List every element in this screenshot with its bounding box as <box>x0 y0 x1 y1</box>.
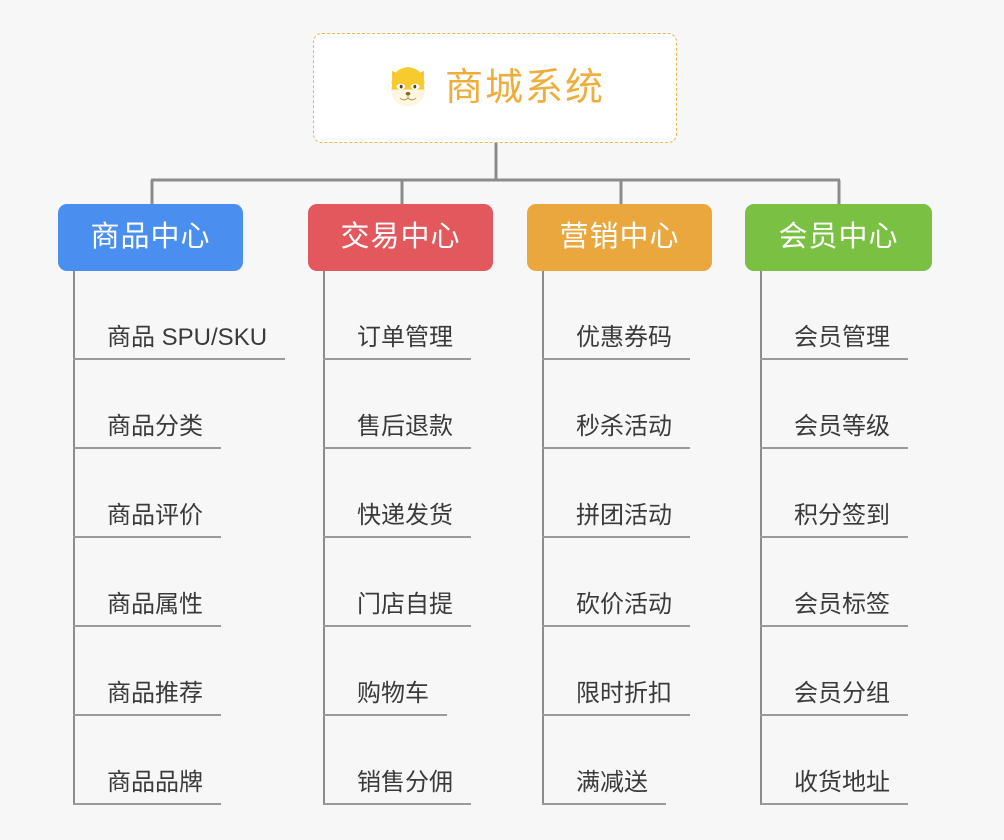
leaf-item[interactable]: 优惠券码 <box>542 271 712 360</box>
branch-column-3: 营销中心 优惠券码秒杀活动拼团活动砍价活动限时折扣满减送 <box>527 204 712 805</box>
leaf-label: 购物车 <box>357 680 429 707</box>
leaf-label: 商品品牌 <box>107 769 203 796</box>
leaf-underline <box>73 358 285 360</box>
leaf-item[interactable]: 门店自提 <box>323 538 493 627</box>
leaf-list-3: 优惠券码秒杀活动拼团活动砍价活动限时折扣满减送 <box>527 271 712 805</box>
leaf-underline <box>760 714 908 716</box>
leaf-underline <box>323 536 471 538</box>
leaf-item[interactable]: 订单管理 <box>323 271 493 360</box>
leaf-label: 快递发货 <box>357 502 453 529</box>
root-node[interactable]: 商城系统 <box>313 33 677 143</box>
branch-header-label: 交易中心 <box>340 221 461 253</box>
leaf-item[interactable]: 商品品牌 <box>73 716 285 805</box>
branch-column-1: 商品中心 商品 SPU/SKU 商品分类商品评价商品属性商品推荐商品品牌 <box>58 204 285 805</box>
leaf-item[interactable]: 会员管理 <box>760 271 932 360</box>
leaf-label: 会员分组 <box>794 680 890 707</box>
leaf-item[interactable]: 销售分佣 <box>323 716 493 805</box>
leaf-list-4: 会员管理会员等级积分签到会员标签会员分组收货地址 <box>745 271 932 805</box>
leaf-underline <box>73 803 221 805</box>
leaf-label: 订单管理 <box>357 324 453 351</box>
leaf-underline <box>323 714 447 716</box>
leaf-label: 商品 SPU/SKU <box>107 324 268 351</box>
leaf-item[interactable]: 限时折扣 <box>542 627 712 716</box>
branch-header-label: 会员中心 <box>778 221 899 253</box>
leaf-label: 销售分佣 <box>357 769 453 796</box>
leaf-underline <box>760 625 908 627</box>
branch-header-label: 营销中心 <box>559 221 680 253</box>
leaf-underline <box>73 714 221 716</box>
leaf-item[interactable]: 积分签到 <box>760 449 932 538</box>
branch-header-2[interactable]: 交易中心 <box>308 204 493 271</box>
leaf-item[interactable]: 商品推荐 <box>73 627 285 716</box>
leaf-label: 会员标签 <box>794 591 890 618</box>
leaf-label: 优惠券码 <box>576 324 672 351</box>
leaf-list-1: 商品 SPU/SKU 商品分类商品评价商品属性商品推荐商品品牌 <box>58 271 285 805</box>
leaf-item[interactable]: 拼团活动 <box>542 449 712 538</box>
leaf-underline <box>760 536 908 538</box>
leaf-underline <box>73 447 221 449</box>
branch-column-4: 会员中心 会员管理会员等级积分签到会员标签会员分组收货地址 <box>745 204 932 805</box>
branch-header-label: 商品中心 <box>90 221 211 253</box>
leaf-underline <box>760 803 908 805</box>
leaf-item[interactable]: 秒杀活动 <box>542 360 712 449</box>
branch-header-3[interactable]: 营销中心 <box>527 204 712 271</box>
leaf-item[interactable]: 购物车 <box>323 627 493 716</box>
leaf-label: 商品分类 <box>107 413 203 440</box>
leaf-underline <box>542 536 690 538</box>
leaf-item[interactable]: 快递发货 <box>323 449 493 538</box>
leaf-label: 满减送 <box>576 769 648 796</box>
leaf-underline <box>542 358 690 360</box>
leaf-label: 会员等级 <box>794 413 890 440</box>
leaf-underline <box>542 803 666 805</box>
leaf-label: 拼团活动 <box>576 502 672 529</box>
leaf-item[interactable]: 商品评价 <box>73 449 285 538</box>
leaf-label: 商品属性 <box>107 591 203 618</box>
branch-header-4[interactable]: 会员中心 <box>745 204 932 271</box>
leaf-item[interactable]: 售后退款 <box>323 360 493 449</box>
leaf-underline <box>323 447 471 449</box>
leaf-item[interactable]: 商品分类 <box>73 360 285 449</box>
leaf-item[interactable]: 满减送 <box>542 716 712 805</box>
leaf-label: 砍价活动 <box>576 591 672 618</box>
leaf-label: 收货地址 <box>794 769 890 796</box>
leaf-label: 限时折扣 <box>576 680 672 707</box>
leaf-underline <box>323 803 471 805</box>
leaf-underline <box>760 447 908 449</box>
leaf-item[interactable]: 商品 SPU/SKU <box>73 271 285 360</box>
shiba-dog-face-icon <box>391 67 425 106</box>
leaf-label: 门店自提 <box>357 591 453 618</box>
leaf-underline <box>323 625 471 627</box>
leaf-underline <box>760 358 908 360</box>
leaf-underline <box>323 358 471 360</box>
leaf-underline <box>73 536 221 538</box>
root-title: 商城系统 <box>444 67 605 109</box>
leaf-label: 秒杀活动 <box>576 413 672 440</box>
leaf-label: 会员管理 <box>794 324 890 351</box>
leaf-underline <box>542 625 690 627</box>
leaf-underline <box>542 714 690 716</box>
leaf-underline <box>542 447 690 449</box>
leaf-label: 售后退款 <box>357 413 453 440</box>
leaf-item[interactable]: 商品属性 <box>73 538 285 627</box>
leaf-item[interactable]: 会员标签 <box>760 538 932 627</box>
branch-header-1[interactable]: 商品中心 <box>58 204 243 271</box>
leaf-item[interactable]: 收货地址 <box>760 716 932 805</box>
leaf-item[interactable]: 会员等级 <box>760 360 932 449</box>
leaf-label: 积分签到 <box>794 502 890 529</box>
leaf-item[interactable]: 会员分组 <box>760 627 932 716</box>
leaf-label: 商品评价 <box>107 502 203 529</box>
leaf-item[interactable]: 砍价活动 <box>542 538 712 627</box>
leaf-list-2: 订单管理售后退款快递发货门店自提购物车销售分佣 <box>308 271 493 805</box>
branch-column-2: 交易中心 订单管理售后退款快递发货门店自提购物车销售分佣 <box>308 204 493 805</box>
leaf-underline <box>73 625 221 627</box>
leaf-label: 商品推荐 <box>107 680 203 707</box>
